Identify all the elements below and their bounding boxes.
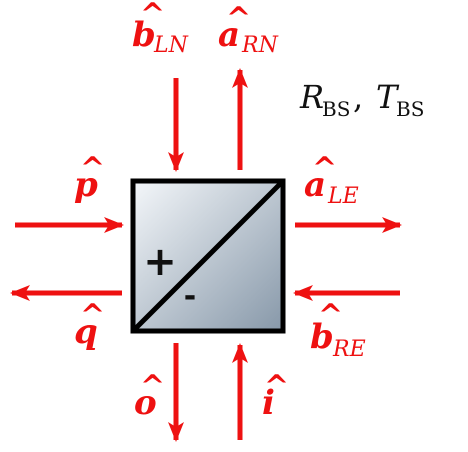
label-b-ln-base: b (132, 15, 156, 55)
beamsplitter-diagonal (131, 179, 285, 333)
label-b-re: ^ b RE (310, 298, 366, 362)
label-b-ln-sub: LN (153, 33, 189, 58)
label-p-base: p (74, 165, 98, 205)
label-p: ^ p (74, 151, 105, 205)
label-q-hat: ^ (80, 298, 105, 333)
label-i: ^ i (262, 369, 289, 423)
label-a-rn-base: a (218, 15, 240, 55)
label-b-ln: ^ b LN (132, 0, 189, 58)
label-b-re-base: b (310, 317, 334, 357)
label-a-rn-hat: ^ (226, 1, 251, 36)
label-q: ^ q (74, 298, 105, 352)
beamsplitter-minus-sign: - (184, 279, 196, 314)
port-arrows (10, 68, 402, 442)
title-separator: , (353, 78, 363, 116)
label-a-rn-sub: RN (241, 33, 279, 58)
beamsplitter-plus-sign: + (143, 239, 177, 285)
beamsplitter-cube: + - (130, 178, 286, 334)
label-o: ^ o (134, 369, 165, 423)
title-r-subscript: BS (322, 97, 350, 121)
label-i-base: i (262, 383, 275, 423)
port-labels: ^ b LN ^ a RN ^ p ^ a LE ^ q ^ b RE (74, 0, 366, 423)
title-t-subscript: BS (396, 97, 424, 121)
label-o-hat: ^ (140, 369, 165, 404)
label-a-le-base: a (304, 165, 326, 205)
title-r-symbol: R (299, 78, 324, 116)
label-a-le-sub: LE (327, 184, 359, 209)
label-a-le: ^ a LE (304, 151, 359, 209)
label-o-base: o (134, 383, 157, 423)
label-p-hat: ^ (80, 151, 105, 186)
title-t-symbol: T (376, 78, 400, 116)
label-a-rn: ^ a RN (218, 1, 279, 58)
label-b-ln-hat: ^ (140, 0, 165, 32)
label-i-hat: ^ (264, 369, 289, 404)
label-q-base: q (74, 312, 98, 352)
beamsplitter-parameters: R BS , T BS (299, 78, 424, 121)
label-a-le-hat: ^ (312, 151, 337, 186)
label-b-re-sub: RE (332, 337, 366, 362)
label-b-re-hat: ^ (318, 298, 343, 333)
